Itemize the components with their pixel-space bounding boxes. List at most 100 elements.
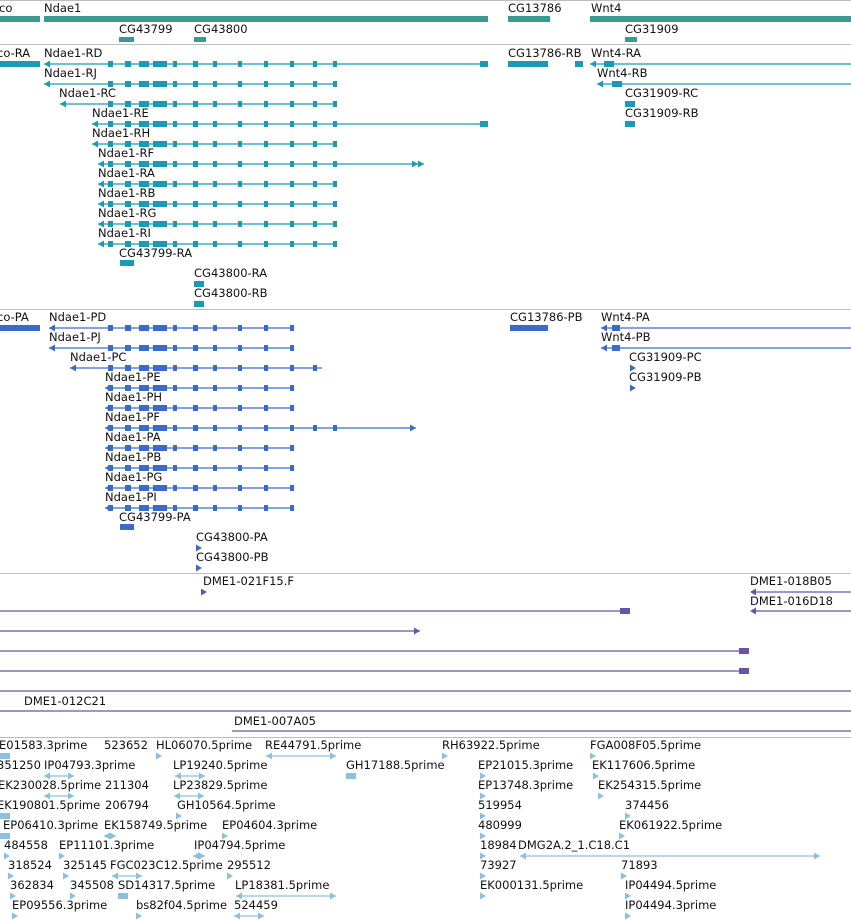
transcript-exon[interactable] [575,61,583,67]
transcript-exon[interactable] [213,181,217,187]
est-arrow[interactable] [193,852,199,860]
protein-exon[interactable] [213,325,217,331]
protein-exon[interactable] [173,485,177,491]
clone-end[interactable] [739,668,749,674]
est-arrow[interactable] [266,752,272,760]
transcript-exon[interactable] [139,121,149,127]
transcript-exon[interactable] [125,101,131,107]
transcript-exon[interactable] [193,61,198,67]
transcript-label[interactable]: Ndae1-RB [98,186,156,200]
protein-exon[interactable] [290,325,294,331]
gene-bar[interactable] [590,16,851,22]
transcript-exon[interactable] [153,61,167,67]
est-label[interactable]: 374456 [625,798,669,812]
transcript-exon[interactable] [313,181,317,187]
transcript-exon[interactable] [153,241,167,247]
est-label[interactable]: SD14317.5prime [118,878,216,892]
est-arrow[interactable] [621,872,627,880]
est-label[interactable]: 71893 [621,858,658,872]
transcript-exon[interactable] [173,81,177,87]
protein-label[interactable]: CG31909-PB [629,370,702,384]
clone-label[interactable]: DME1-007A05 [234,714,316,728]
est-label[interactable]: FGA008F05.5prime [590,738,702,752]
transcript-exon[interactable] [264,61,268,67]
transcript-exon[interactable] [290,101,294,107]
protein-exon[interactable] [125,465,131,471]
transcript-exon[interactable] [139,181,149,187]
protein-exon[interactable] [213,465,217,471]
clone-end[interactable] [620,608,630,614]
transcript-exon[interactable] [290,241,294,247]
est-label[interactable]: IP04794.5prime [194,838,286,852]
protein-exon[interactable] [193,385,198,391]
transcript-exon[interactable] [264,181,268,187]
protein-exon[interactable] [139,445,149,451]
est-arrow[interactable] [70,892,76,900]
protein-exon[interactable] [238,345,242,351]
protein-exon[interactable] [139,325,149,331]
transcript-label[interactable]: CG43800-RB [194,286,268,300]
transcript-exon[interactable] [213,221,217,227]
protein-label[interactable]: Ndae1-PG [105,470,163,484]
transcript-exon[interactable] [139,201,149,207]
protein-exon[interactable] [612,325,620,331]
transcript-exon[interactable] [213,141,217,147]
transcript-arrow[interactable] [412,160,418,168]
protein-exon[interactable] [173,325,177,331]
est-arrow[interactable] [136,912,142,920]
transcript-exon[interactable] [139,101,149,107]
est-label[interactable]: HL06070.5prime [156,738,253,752]
transcript-exon[interactable] [333,141,337,147]
est-label[interactable]: EK061922.5prime [619,818,723,832]
est-arrow[interactable] [112,872,118,880]
protein-label[interactable]: Ndae1-PJ [49,330,101,344]
protein-label[interactable]: Wnt4-PB [601,330,651,344]
transcript-exon[interactable] [213,201,217,207]
transcript-exon[interactable] [333,201,337,207]
est-arrow[interactable] [480,772,486,780]
transcript-exon[interactable] [125,141,131,147]
transcript-label[interactable]: CG31909-RC [625,86,699,100]
transcript-exon[interactable] [173,201,177,207]
transcript-label[interactable]: Ndae1-RD [44,46,103,60]
gene-bar[interactable] [44,16,488,22]
transcript-exon[interactable] [333,161,337,167]
est-label[interactable]: GH10564.5prime [177,798,276,812]
transcript-label[interactable]: Ndae1-RG [98,206,157,220]
est-arrow[interactable] [625,812,631,820]
transcript-exon[interactable] [313,241,317,247]
transcript-exon[interactable] [193,101,198,107]
est-arrow[interactable] [330,892,336,900]
transcript-arrow[interactable] [98,180,104,188]
transcript-exon[interactable] [173,61,177,67]
transcript-label[interactable]: Ndae1-RJ [44,66,97,80]
est-arrow[interactable] [198,792,204,800]
gene-label[interactable]: co [0,1,13,15]
transcript-exon[interactable] [125,81,131,87]
transcript-exon[interactable] [264,221,268,227]
transcript-label[interactable]: Ndae1-RH [92,126,151,140]
protein-exon[interactable] [264,325,268,331]
transcript-arrow[interactable] [98,160,104,168]
protein-exon[interactable] [193,405,198,411]
protein-exon[interactable] [193,345,198,351]
transcript-exon[interactable] [213,61,217,67]
est-arrow[interactable] [63,872,69,880]
protein-exon[interactable] [510,325,548,331]
clone-label[interactable]: DME1-016D18 [750,594,833,608]
est-arrow[interactable] [442,752,448,760]
transcript-exon[interactable] [108,161,113,167]
protein-arrow[interactable] [49,324,55,332]
protein-arrow[interactable] [49,344,55,352]
est-label[interactable]: 325145 [63,858,107,872]
transcript-exon[interactable] [153,101,167,107]
transcript-exon[interactable] [238,241,242,247]
protein-exon[interactable] [264,385,268,391]
protein-exon[interactable] [264,445,268,451]
transcript-exon[interactable] [238,201,242,207]
est-arrow[interactable] [480,832,486,840]
est-arrow[interactable] [593,772,599,780]
transcript-exon[interactable] [290,221,294,227]
protein-exon[interactable] [193,465,198,471]
protein-label[interactable]: CG43799-PA [119,510,191,524]
